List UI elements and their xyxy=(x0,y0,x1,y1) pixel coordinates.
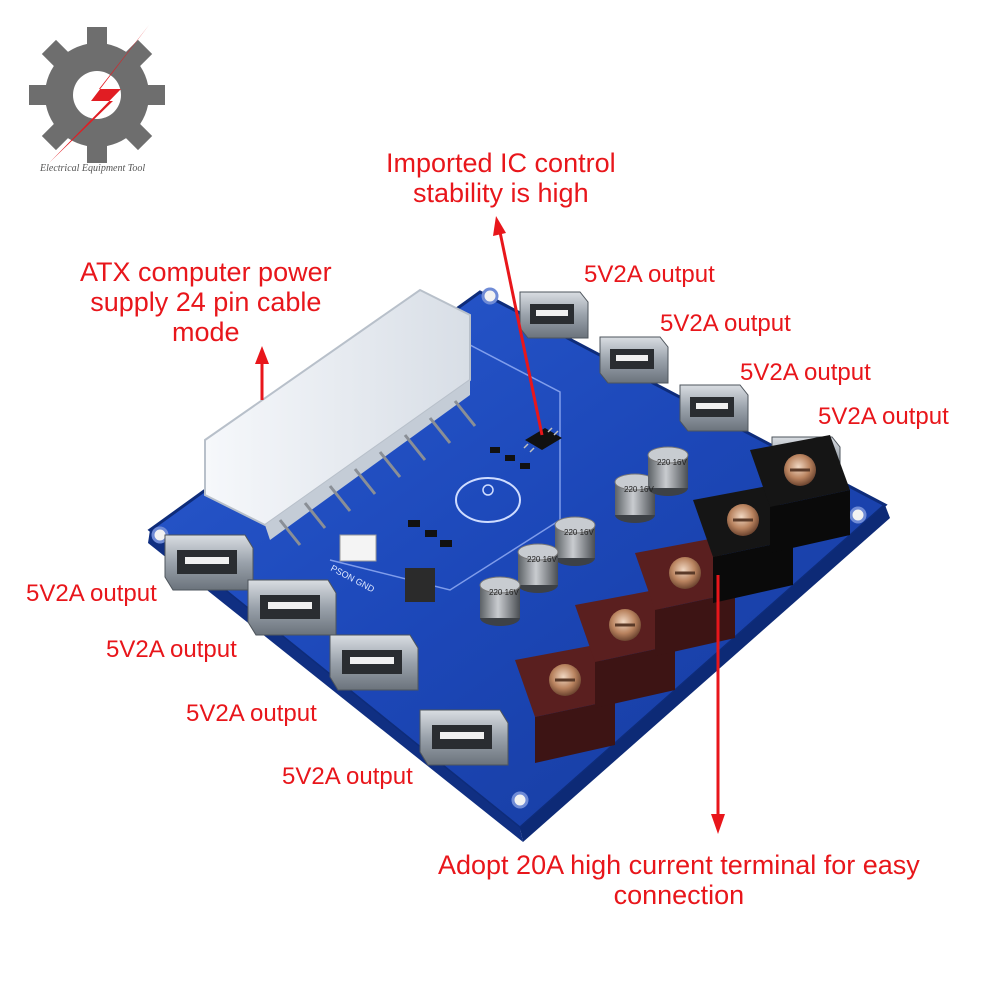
usb-output-label-right-2: 5V2A output xyxy=(660,310,791,337)
usb-output-label-left-1: 5V2A output xyxy=(26,580,157,607)
usb-output-label-left-2: 5V2A output xyxy=(106,636,237,663)
round-pad xyxy=(455,477,521,523)
terminal-blocks xyxy=(515,435,850,763)
gear-bolt-icon xyxy=(29,25,165,163)
usb-output-label-left-4: 5V2A output xyxy=(282,763,413,790)
callout-terminal: Adopt 20A high current terminal for easy… xyxy=(438,850,920,911)
logo-tagline: Electrical Equipment Tool xyxy=(40,163,146,174)
logo-mark xyxy=(29,25,165,163)
mounting-holes xyxy=(151,287,867,809)
usb-output-label-right-3: 5V2A output xyxy=(740,359,871,386)
capacitors xyxy=(479,446,689,626)
pson-connector xyxy=(339,534,377,562)
callout-ic-control: Imported IC control stability is high xyxy=(386,148,616,209)
smd-components xyxy=(405,447,530,602)
annotation-arrows xyxy=(255,216,725,834)
atx-24pin-connector xyxy=(204,288,477,546)
usb-output-label-right-1: 5V2A output xyxy=(584,261,715,288)
usb-output-label-left-3: 5V2A output xyxy=(186,700,317,727)
usb-ports-left xyxy=(164,534,509,766)
usb-output-label-right-4: 5V2A output xyxy=(818,403,949,430)
callout-atx-connector: ATX computer power supply 24 pin cable m… xyxy=(80,257,332,348)
control-ic-chip xyxy=(523,427,562,453)
